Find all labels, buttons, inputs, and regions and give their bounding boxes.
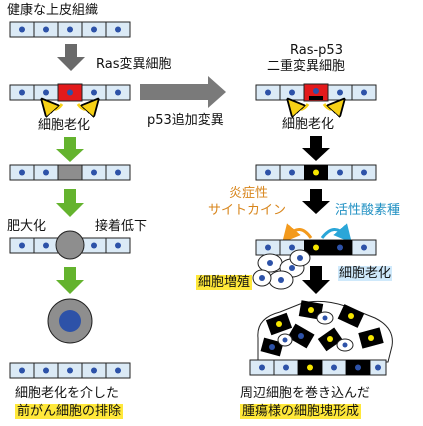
label-p53-mutation: p53追加変異 bbox=[147, 113, 224, 128]
ros-arrow bbox=[320, 223, 352, 243]
label-bottom-right-line1: 周辺細胞を巻き込んだ bbox=[240, 386, 371, 401]
label-bottom-right-line2: 腫瘍様の細胞塊形成 bbox=[240, 404, 362, 419]
gray-arrow-right bbox=[140, 76, 226, 108]
yellow-arrow-left-1 bbox=[47, 104, 64, 109]
label-inflammatory-line2: サイトカイン bbox=[208, 203, 287, 218]
label-senescence-blue: 細胞老化 bbox=[338, 266, 393, 281]
black-cell-epithelium-row bbox=[255, 164, 377, 181]
label-hypertrophy: 肥大化 bbox=[7, 219, 47, 234]
yellow-arrow-right-1 bbox=[76, 104, 93, 109]
green-arrow-down-2 bbox=[56, 189, 84, 217]
green-arrow-down-3 bbox=[56, 267, 84, 294]
green-arrow-down-1 bbox=[56, 137, 84, 162]
label-bottom-left-line1: 細胞老化を介した bbox=[15, 386, 120, 401]
cytokine-arrow bbox=[282, 223, 313, 243]
tumor-like-cell-mass bbox=[257, 300, 393, 363]
label-ros: 活性酸素種 bbox=[335, 203, 401, 218]
gray-arrow-down-1 bbox=[57, 44, 85, 71]
hypertrophy-row bbox=[9, 230, 131, 260]
yellow-arrow-right-2 bbox=[322, 104, 339, 109]
label-senescence-left: 細胞老化 bbox=[38, 118, 91, 133]
label-ras-mutant-cell: Ras変異細胞 bbox=[96, 57, 172, 72]
label-ras-p53-line2: 二重変異細胞 bbox=[267, 59, 346, 74]
healthy-epithelium-row bbox=[9, 21, 131, 38]
yellow-arrow-left-2 bbox=[293, 104, 310, 109]
senescent-epithelium-row bbox=[9, 164, 131, 181]
ras-epithelium-row bbox=[9, 83, 131, 102]
black-arrow-down-1 bbox=[302, 136, 330, 161]
label-bottom-left-line2: 前がん細胞の排除 bbox=[15, 404, 124, 419]
restored-epithelium-row bbox=[9, 362, 131, 379]
proliferation-epithelium-row bbox=[255, 239, 377, 256]
label-reduced-adhesion: 接着低下 bbox=[95, 219, 148, 234]
ras-p53-epithelium-row bbox=[255, 83, 377, 102]
extruded-senescent-cell bbox=[47, 298, 93, 344]
black-arrow-down-2 bbox=[302, 189, 330, 214]
tumor-base-epithelium bbox=[249, 359, 387, 376]
label-proliferation: 細胞増殖 bbox=[196, 275, 253, 290]
label-ras-p53-line1: Ras-p53 bbox=[290, 43, 343, 58]
label-senescence-right: 細胞老化 bbox=[282, 117, 335, 132]
label-healthy-epithelium: 健康な上皮組織 bbox=[7, 3, 99, 18]
black-arrow-down-3 bbox=[302, 266, 330, 294]
proliferating-cells bbox=[252, 249, 311, 290]
label-inflammatory-line1: 炎症性 bbox=[229, 186, 269, 201]
